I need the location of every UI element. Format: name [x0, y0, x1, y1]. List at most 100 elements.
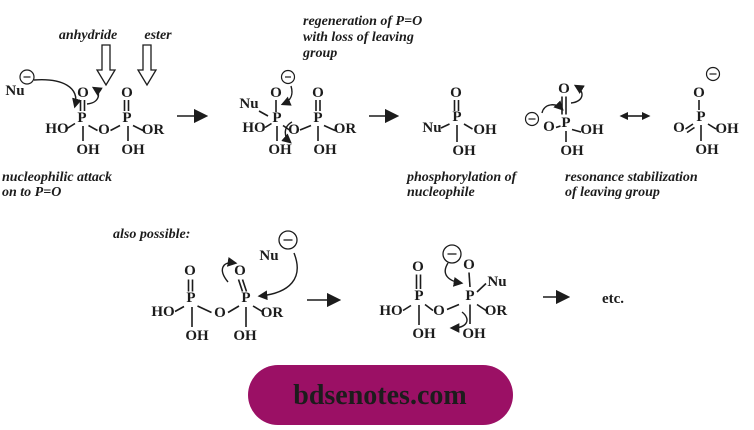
structure-resonance-form-1: O O P OH OH — [524, 81, 604, 159]
atom-OH: OH — [121, 142, 145, 158]
badge-pill[interactable] — [248, 365, 513, 425]
atom-O: O — [558, 81, 570, 97]
minus-charge-icon — [280, 69, 296, 85]
curved-arrow-p-double-bond — [86, 86, 103, 105]
atom-P: P — [272, 110, 281, 126]
label-nucleophilic-line1: nucleophilic attack — [2, 170, 112, 185]
atom-O: O — [270, 85, 282, 101]
label-ester: ester — [144, 28, 172, 43]
atom-O: O — [98, 122, 110, 138]
label-regeneration-line1: regeneration of P=O — [303, 14, 422, 29]
atom-HO: HO — [151, 304, 174, 320]
curved-arrow-p-double-bond — [221, 257, 238, 283]
atom-P: P — [414, 288, 423, 304]
atom-Nu: Nu — [259, 248, 278, 264]
atom-O: O — [433, 303, 445, 319]
atom-OH: OH — [560, 143, 584, 159]
bonds — [174, 279, 264, 327]
atom-O: O — [312, 85, 324, 101]
minus-charge-icon — [524, 111, 540, 127]
atom-OH: OH — [462, 326, 486, 342]
atom-OH: OH — [233, 328, 257, 344]
atom-OH: OH — [580, 122, 604, 138]
label-phosphorylation-line2: nucleophile — [407, 185, 475, 200]
atom-O: O — [214, 305, 226, 321]
label-also-possible: also possible: — [113, 227, 190, 242]
bonds — [258, 100, 336, 141]
atom-OH: OH — [76, 142, 100, 158]
label-regeneration-line2: with loss of leaving — [303, 30, 414, 45]
minus-charge-icon — [442, 244, 462, 264]
minus-charge-icon — [19, 69, 35, 85]
label-anhydride: anhydride — [59, 28, 117, 43]
atom-OR: OR — [485, 303, 508, 319]
atom-O: O — [234, 263, 246, 279]
atom-OR: OR — [334, 121, 357, 137]
bonds — [440, 100, 473, 142]
atom-OH: OH — [473, 122, 497, 138]
label-resonance-line2: of leaving group — [565, 185, 660, 200]
label-etc: etc. — [602, 291, 624, 307]
atom-OH: OH — [185, 328, 209, 344]
atom-Nu: Nu — [487, 274, 506, 290]
curved-arrow-leaving-group — [449, 311, 468, 333]
atom-P: P — [186, 290, 195, 306]
curved-arrow-leaving-group — [281, 121, 293, 144]
atom-Nu: Nu — [422, 120, 441, 136]
atom-O: O — [121, 85, 133, 101]
label-phosphorylation-line1: phosphorylation of — [406, 170, 518, 185]
curved-arrow-oxide-collapse — [444, 262, 464, 287]
atom-O: O — [288, 122, 300, 138]
block-arrow-down-icon — [136, 44, 158, 87]
atom-P: P — [313, 110, 322, 126]
atom-OR: OR — [261, 305, 284, 321]
atom-Nu: Nu — [5, 83, 24, 99]
curved-arrow-oxide-collapse — [280, 85, 293, 106]
atom-O: O — [693, 85, 705, 101]
atom-OH: OH — [715, 121, 739, 137]
badge-text[interactable]: bdsenotes.com — [293, 380, 466, 411]
label-resonance-line1: resonance stabilization — [565, 170, 698, 185]
structure-pyrophosphate-ester-attack: Nu O O P P HO O OR OH OH — [151, 230, 298, 344]
structure-pyrophosphate: Nu O O P P HO O OR OH OH — [5, 69, 165, 158]
bonds — [685, 100, 717, 141]
structure-intermediate: Nu O O P P HO O OR OH OH — [239, 69, 357, 158]
bonds — [402, 272, 487, 325]
structure-phosphorylated-nucleophile: O P Nu OH OH — [422, 85, 497, 159]
atom-O: O — [543, 119, 555, 135]
atom-P: P — [77, 110, 86, 126]
structure-intermediate-ester: O O Nu P P HO O OR OH OH — [379, 244, 508, 342]
resonance-arrow — [619, 112, 651, 120]
atom-HO: HO — [242, 120, 265, 136]
atom-OH: OH — [695, 142, 719, 158]
atom-P: P — [241, 290, 250, 306]
atom-OH: OH — [452, 143, 476, 159]
atom-Nu: Nu — [239, 96, 258, 112]
atom-O: O — [450, 85, 462, 101]
curved-arrow-oxide-to-p — [541, 100, 564, 114]
site-badge[interactable]: bdsenotes.com — [248, 365, 513, 425]
atom-P: P — [465, 288, 474, 304]
atom-OH: OH — [268, 142, 292, 158]
atom-P: P — [561, 115, 570, 131]
curved-arrow-p-double-bond — [570, 84, 585, 104]
label-nucleophilic-line2: on to P=O — [2, 185, 61, 200]
atom-O: O — [673, 120, 685, 136]
atom-O: O — [463, 257, 475, 273]
minus-charge-icon — [705, 66, 721, 82]
bonds — [66, 100, 144, 141]
atom-HO: HO — [379, 303, 402, 319]
label-regeneration-line3: group — [302, 46, 337, 61]
atom-OH: OH — [313, 142, 337, 158]
atom-OR: OR — [142, 122, 165, 138]
atom-OH: OH — [412, 326, 436, 342]
atom-P: P — [452, 109, 461, 125]
curved-arrow-nu-attack — [33, 79, 82, 109]
atom-O: O — [184, 263, 196, 279]
block-arrow-down-icon — [95, 44, 117, 87]
atom-O: O — [412, 259, 424, 275]
minus-charge-icon — [278, 230, 298, 250]
atom-O: O — [77, 85, 89, 101]
